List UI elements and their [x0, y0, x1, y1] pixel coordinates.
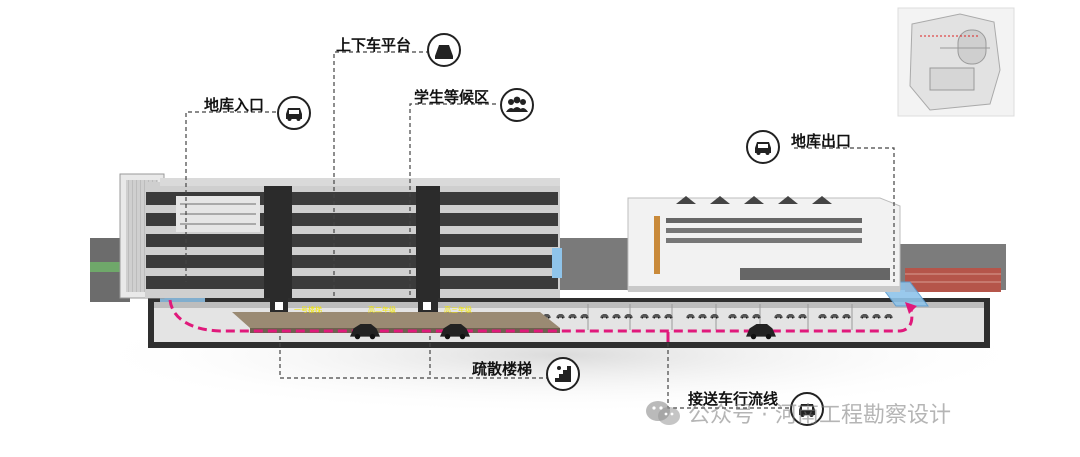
route-arrow [905, 302, 917, 314]
parked-car [580, 314, 589, 319]
parked-car [624, 314, 633, 319]
parked-car [698, 314, 707, 319]
parked-car [740, 314, 749, 319]
parked-car [786, 314, 795, 319]
wechat-icon [644, 398, 682, 428]
parked-cars [518, 314, 893, 319]
stair-tag-2: 高二年级 [368, 306, 396, 314]
mid-road [560, 238, 630, 290]
label-garage-entrance: 地库入口 [204, 96, 265, 114]
parked-car [884, 314, 893, 319]
parked-car [728, 314, 737, 319]
drop-off-platform [232, 312, 560, 328]
parked-car [652, 314, 661, 319]
watermark-text: 公众号 · 河南工程勘察设计 [688, 403, 951, 428]
parked-car [664, 314, 673, 319]
left-green [90, 262, 130, 272]
parked-car [600, 314, 609, 319]
label-garage-exit: 地库出口 [791, 132, 852, 150]
platform-icon [427, 33, 461, 67]
parked-car [568, 314, 577, 319]
parked-car [612, 314, 621, 319]
route-car [440, 324, 470, 340]
parked-car [710, 314, 719, 319]
route-cars [350, 324, 776, 340]
people-icon [500, 88, 534, 122]
parked-car [860, 314, 869, 319]
route-car [746, 324, 776, 340]
parked-car [818, 314, 827, 319]
label-shuttle-route: 接送车行流线 [688, 390, 779, 408]
parked-car [830, 314, 839, 319]
parked-car [556, 314, 565, 319]
left-building [119, 173, 562, 312]
car-icon [277, 96, 311, 130]
running-track [905, 268, 1001, 292]
watermark: 公众号 · 河南工程勘察设计 [644, 396, 951, 430]
label-platform: 上下车平台 [336, 36, 412, 54]
right-building [627, 196, 901, 292]
parked-car [872, 314, 881, 319]
stairs-icon [546, 357, 580, 391]
parked-car [752, 314, 761, 319]
shuttle-route-line [168, 299, 914, 333]
stair-tag-3: 高三年级 [444, 306, 472, 314]
route-car [350, 324, 380, 340]
label-evacuation-stairs: 疏散楼梯 [472, 360, 533, 378]
car-icon [790, 392, 824, 426]
parked-car [640, 314, 649, 319]
label-waiting-area: 学生等候区 [414, 88, 490, 106]
parked-car [774, 314, 783, 319]
parked-car [842, 314, 851, 319]
parked-car [798, 314, 807, 319]
parked-car [686, 314, 695, 319]
car-icon [746, 130, 780, 164]
site-key-plan [897, 7, 1015, 117]
stair-tag-1: 一号楼梯 [294, 306, 322, 314]
